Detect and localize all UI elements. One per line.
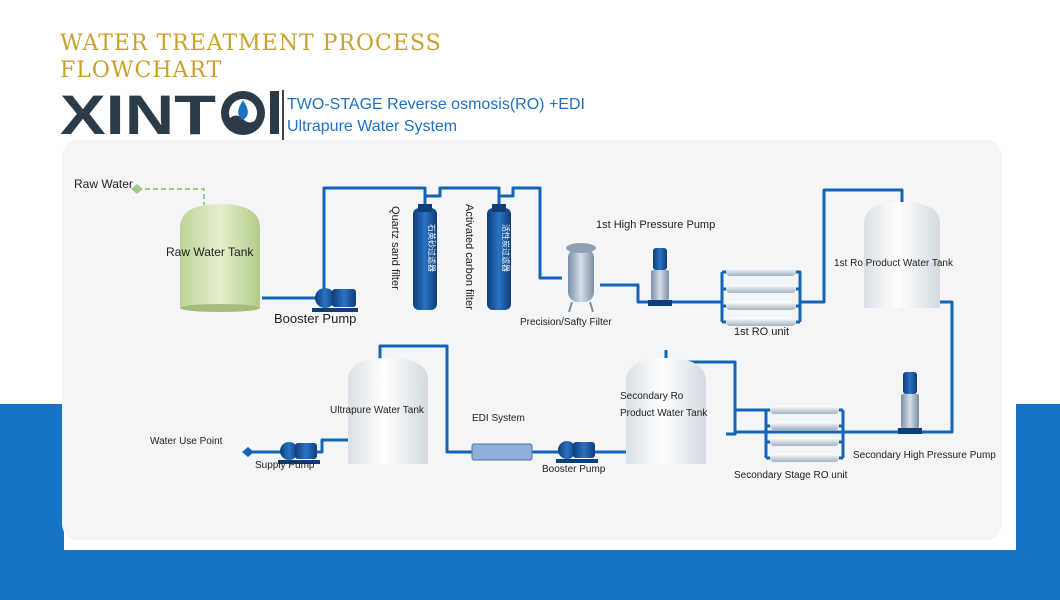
quartz-sand-filter-label: Quartz sand filter	[389, 206, 401, 290]
ro-unit-1-label: 1st RO unit	[734, 326, 789, 338]
ro-2-membrane	[770, 454, 839, 462]
ro-2-membrane	[770, 406, 839, 414]
high-pressure-pump-1-label: 1st High Pressure Pump	[596, 219, 715, 231]
supply-pump-label: Supply Pump	[255, 460, 315, 471]
edi-system-label: EDI System	[472, 413, 525, 424]
subtitle-line-1: TWO-STAGE Reverse osmosis(RO) +EDI	[287, 96, 585, 113]
raw-water-tank-label: Raw Water Tank	[166, 245, 254, 259]
page-title: WATER TREATMENT PROCESS FLOWCHART	[60, 30, 442, 84]
ro-2-membrane	[770, 438, 839, 446]
booster-pump-2-label: Booster Pump	[542, 464, 606, 475]
process-flowchart: Raw Water Raw Water Tank	[62, 140, 1002, 540]
pipe-tank-to-hp-pump-2	[910, 300, 954, 434]
ro-1-membrane	[726, 268, 796, 276]
activated-carbon-filter-label: Activated carbon filter	[463, 204, 475, 310]
raw-water-label: Raw Water	[74, 177, 133, 191]
raw-water-inlet-icon	[131, 184, 143, 194]
system-subtitle: TWO-STAGE Reverse osmosis(RO) +EDI Ultra…	[287, 94, 585, 138]
ro-product-tank-2: Secondary Ro Product Water Tank	[620, 358, 708, 464]
raw-water-inlet: Raw Water	[74, 177, 205, 205]
water-use-point-label: Water Use Point	[150, 436, 223, 447]
activated-carbon-filter: 活性炭过滤器 Activated carbon filter	[463, 204, 511, 310]
logo-letter-i	[270, 91, 279, 134]
ro-unit-2-manifold	[764, 408, 845, 460]
xintai-logo: XINT	[60, 86, 279, 140]
high-pressure-pump-1: 1st High Pressure Pump	[596, 219, 715, 306]
logo-wave	[229, 115, 257, 130]
ro-product-tank-2-label-line-2: Product Water Tank	[620, 408, 708, 419]
pipeline-network	[252, 186, 954, 454]
pipe-edi-to-ultrapure-tank	[378, 344, 472, 454]
ro-1-membrane	[726, 302, 796, 310]
pipe-filter-to-pump	[600, 283, 722, 304]
precision-filter-label: Precision/Safty Filter	[520, 317, 612, 328]
high-pressure-pump-2: Secondary High Pressure Pump	[853, 372, 996, 461]
ro-2-membrane	[770, 422, 839, 430]
logo-divider	[282, 90, 284, 140]
raw-water-tank: Raw Water Tank	[166, 204, 260, 312]
page-title-line-2: FLOWCHART	[60, 58, 223, 83]
subtitle-line-2: Ultrapure Water System	[287, 118, 458, 135]
high-pressure-pump-2-label: Secondary High Pressure Pump	[853, 450, 996, 461]
precision-safety-filter: Precision/Safty Filter	[520, 243, 612, 328]
ro-product-tank-1: 1st Ro Product Water Tank	[834, 202, 954, 308]
booster-pump-1-label: Booster Pump	[274, 311, 356, 326]
supply-pump: Supply Pump	[255, 442, 320, 471]
activated-carbon-filter-tag: 活性炭过滤器	[501, 224, 511, 272]
ro-product-tank-2-label-line-1: Secondary Ro	[620, 391, 684, 402]
ro-unit-2: Secondary Stage RO unit	[734, 406, 848, 481]
diagram-panel	[62, 140, 1002, 540]
booster-pump-2: Booster Pump	[542, 441, 606, 475]
logo-water-drop-icon	[238, 100, 248, 120]
ro-1-membrane	[726, 318, 796, 326]
pipe-carbon-to-precision-filter	[499, 186, 562, 280]
ultrapure-water-tank: Ultrapure Water Tank	[330, 358, 428, 464]
pipe-ultrapure-to-supply	[252, 438, 348, 454]
quartz-sand-filter-tag: 石英砂过滤器	[427, 224, 437, 272]
water-use-point-icon	[242, 447, 254, 457]
ultrapure-tank-label: Ultrapure Water Tank	[330, 405, 425, 416]
booster-pump-1: Booster Pump	[274, 288, 358, 326]
quartz-sand-filter: 石英砂过滤器 Quartz sand filter	[389, 204, 437, 310]
water-use-point: Water Use Point	[150, 436, 254, 457]
edi-system: EDI System	[471, 413, 533, 461]
raw-water-inlet-pipe	[137, 188, 205, 205]
ro-product-tank-1-label: 1st Ro Product Water Tank	[834, 258, 954, 269]
ro-1-membrane	[726, 285, 796, 293]
ro-unit-1: 1st RO unit	[726, 268, 796, 338]
logo-text-left: XINT	[60, 86, 216, 140]
ro-unit-2-label: Secondary Stage RO unit	[734, 470, 848, 481]
ro-unit-1-manifold	[720, 270, 802, 324]
page-title-line-1: WATER TREATMENT PROCESS	[60, 31, 442, 56]
